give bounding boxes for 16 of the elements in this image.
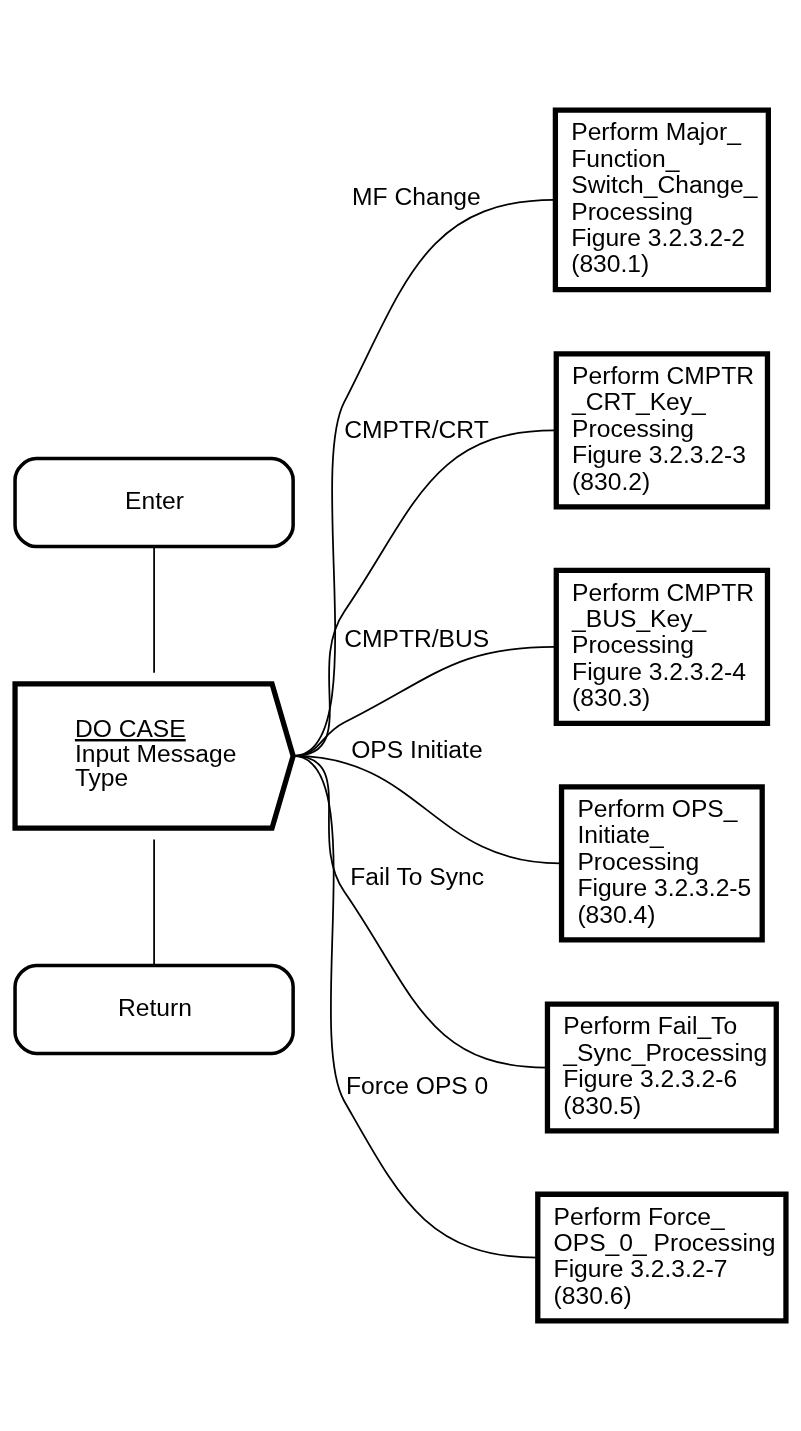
edge-label: Force OPS 0 (345, 1072, 489, 1100)
node-box: Return (13, 963, 295, 1056)
node-box: Perform Fail_To _Sync_Processing Figure 3.2.3.2-6 (830.5) (544, 1001, 779, 1134)
connector (153, 838, 155, 967)
node-box: Perform Force_ OPS_0_ Processing Figure 3.2.3.2-7 (830.6) (535, 1191, 789, 1324)
node-box: Perform OPS_ Initiate_ Processing Figure 3.2.3.2-5 (830.4) (558, 784, 765, 943)
edge-label: OPS Initiate (351, 736, 483, 764)
edge-label: CMPTR/BUS (344, 625, 490, 653)
node-box: Perform Major_ Function_ Switch_Change_ Processing Figure 3.2.3.2-2 (830.1) (552, 107, 771, 293)
node-box: Enter (13, 456, 295, 549)
edge-label: MF Change (352, 183, 481, 211)
node-box: Perform CMPTR _CRT_Key_ Processing Figure 3.2.3.2-3 (830.2) (553, 351, 771, 510)
connector (153, 546, 155, 674)
edge-label: CMPTR/CRT (344, 415, 489, 443)
edge-label: Fail To Sync (350, 862, 485, 890)
node-box: Perform CMPTR _BUS_Key_ Processing Figure 3.2.3.2-4 (830.3) (553, 567, 771, 727)
